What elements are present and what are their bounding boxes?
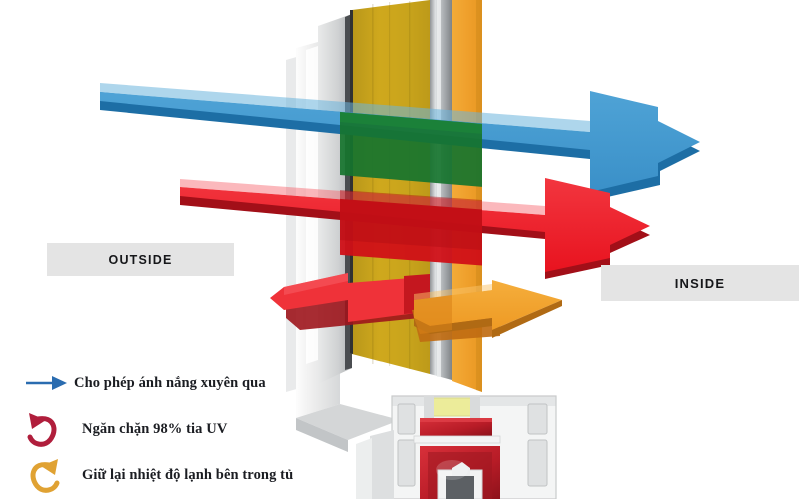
straight-arrow-right-icon xyxy=(24,363,70,403)
red-glass-intersection xyxy=(340,187,482,278)
legend-item-sunlight: Cho phép ánh nắng xuyên qua xyxy=(24,360,354,406)
glass-seam-left xyxy=(350,10,353,354)
pvc-profile-cross-section xyxy=(356,395,557,499)
glass-spacer-highlight xyxy=(437,0,441,377)
curved-arrow-forward-icon xyxy=(24,455,70,495)
heat-arrow-face xyxy=(180,178,650,272)
cold-retention-arrow xyxy=(412,280,562,342)
blue-glass-intersection xyxy=(340,92,482,205)
legend: Cho phép ánh nắng xuyên qua Ngăn chặn 98… xyxy=(24,360,354,498)
glass-outer-streaks xyxy=(372,1,411,369)
legend-item-uv: Ngăn chặn 98% tia UV xyxy=(24,406,354,452)
legend-item-cold: Giữ lại nhiệt độ lạnh bên trong tủ xyxy=(24,452,354,498)
frame-bottom-ledge xyxy=(296,404,400,440)
inside-label: INSIDE xyxy=(601,265,799,301)
legend-label-uv: Ngăn chặn 98% tia UV xyxy=(82,420,228,437)
legend-label-cold: Giữ lại nhiệt độ lạnh bên trong tủ xyxy=(82,466,294,483)
sunlight-transmission-arrow xyxy=(100,83,700,201)
sunlight-arrow-face xyxy=(100,91,700,192)
frame-bottom-ledge-front xyxy=(296,418,348,452)
uv-reflection-arrow xyxy=(270,273,430,330)
outside-label: OUTSIDE xyxy=(47,243,234,276)
curved-arrow-back-icon xyxy=(24,409,70,449)
legend-label-sunlight: Cho phép ánh nắng xuyên qua xyxy=(74,374,266,391)
heat-transmission-arrow xyxy=(180,178,650,279)
